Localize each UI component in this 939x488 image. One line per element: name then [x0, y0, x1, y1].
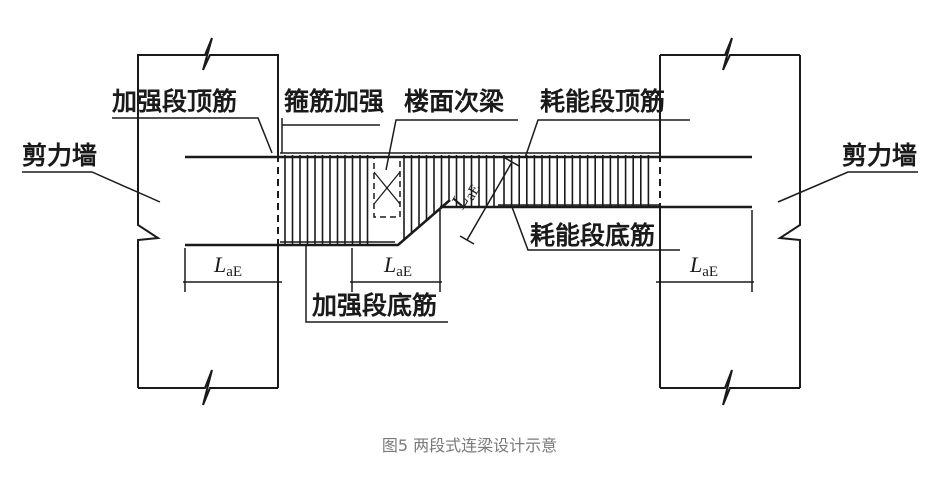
label-secondary-beam: 楼面次梁 — [404, 87, 504, 116]
strengthened-bottom-rebar — [185, 199, 451, 247]
stirrup-group — [284, 155, 650, 244]
label-right-shear-wall: 剪力墙 — [842, 141, 917, 170]
dim-middle-lae: LaE — [383, 252, 412, 280]
label-dissipation-top-rebar: 耗能段顶筋 — [540, 87, 665, 116]
right-shear-wall — [659, 37, 801, 406]
figure-caption: 图5 两段式连梁设计示意 — [381, 436, 558, 455]
dim-left-lae: LaE — [213, 252, 242, 280]
secondary-beam-box — [373, 156, 401, 218]
label-left-shear-wall: 剪力墙 — [22, 141, 97, 170]
label-dissipation-bottom-rebar: 耗能段底筋 — [530, 221, 655, 250]
dim-right-lae: LaE — [689, 252, 718, 280]
label-strengthened-top-rebar: 加强段顶筋 — [111, 87, 237, 116]
label-stirrup-strengthening: 箍筋加强 — [284, 87, 384, 116]
label-strengthened-bottom-rebar: 加强段底筋 — [311, 291, 437, 320]
left-shear-wall — [137, 37, 279, 406]
